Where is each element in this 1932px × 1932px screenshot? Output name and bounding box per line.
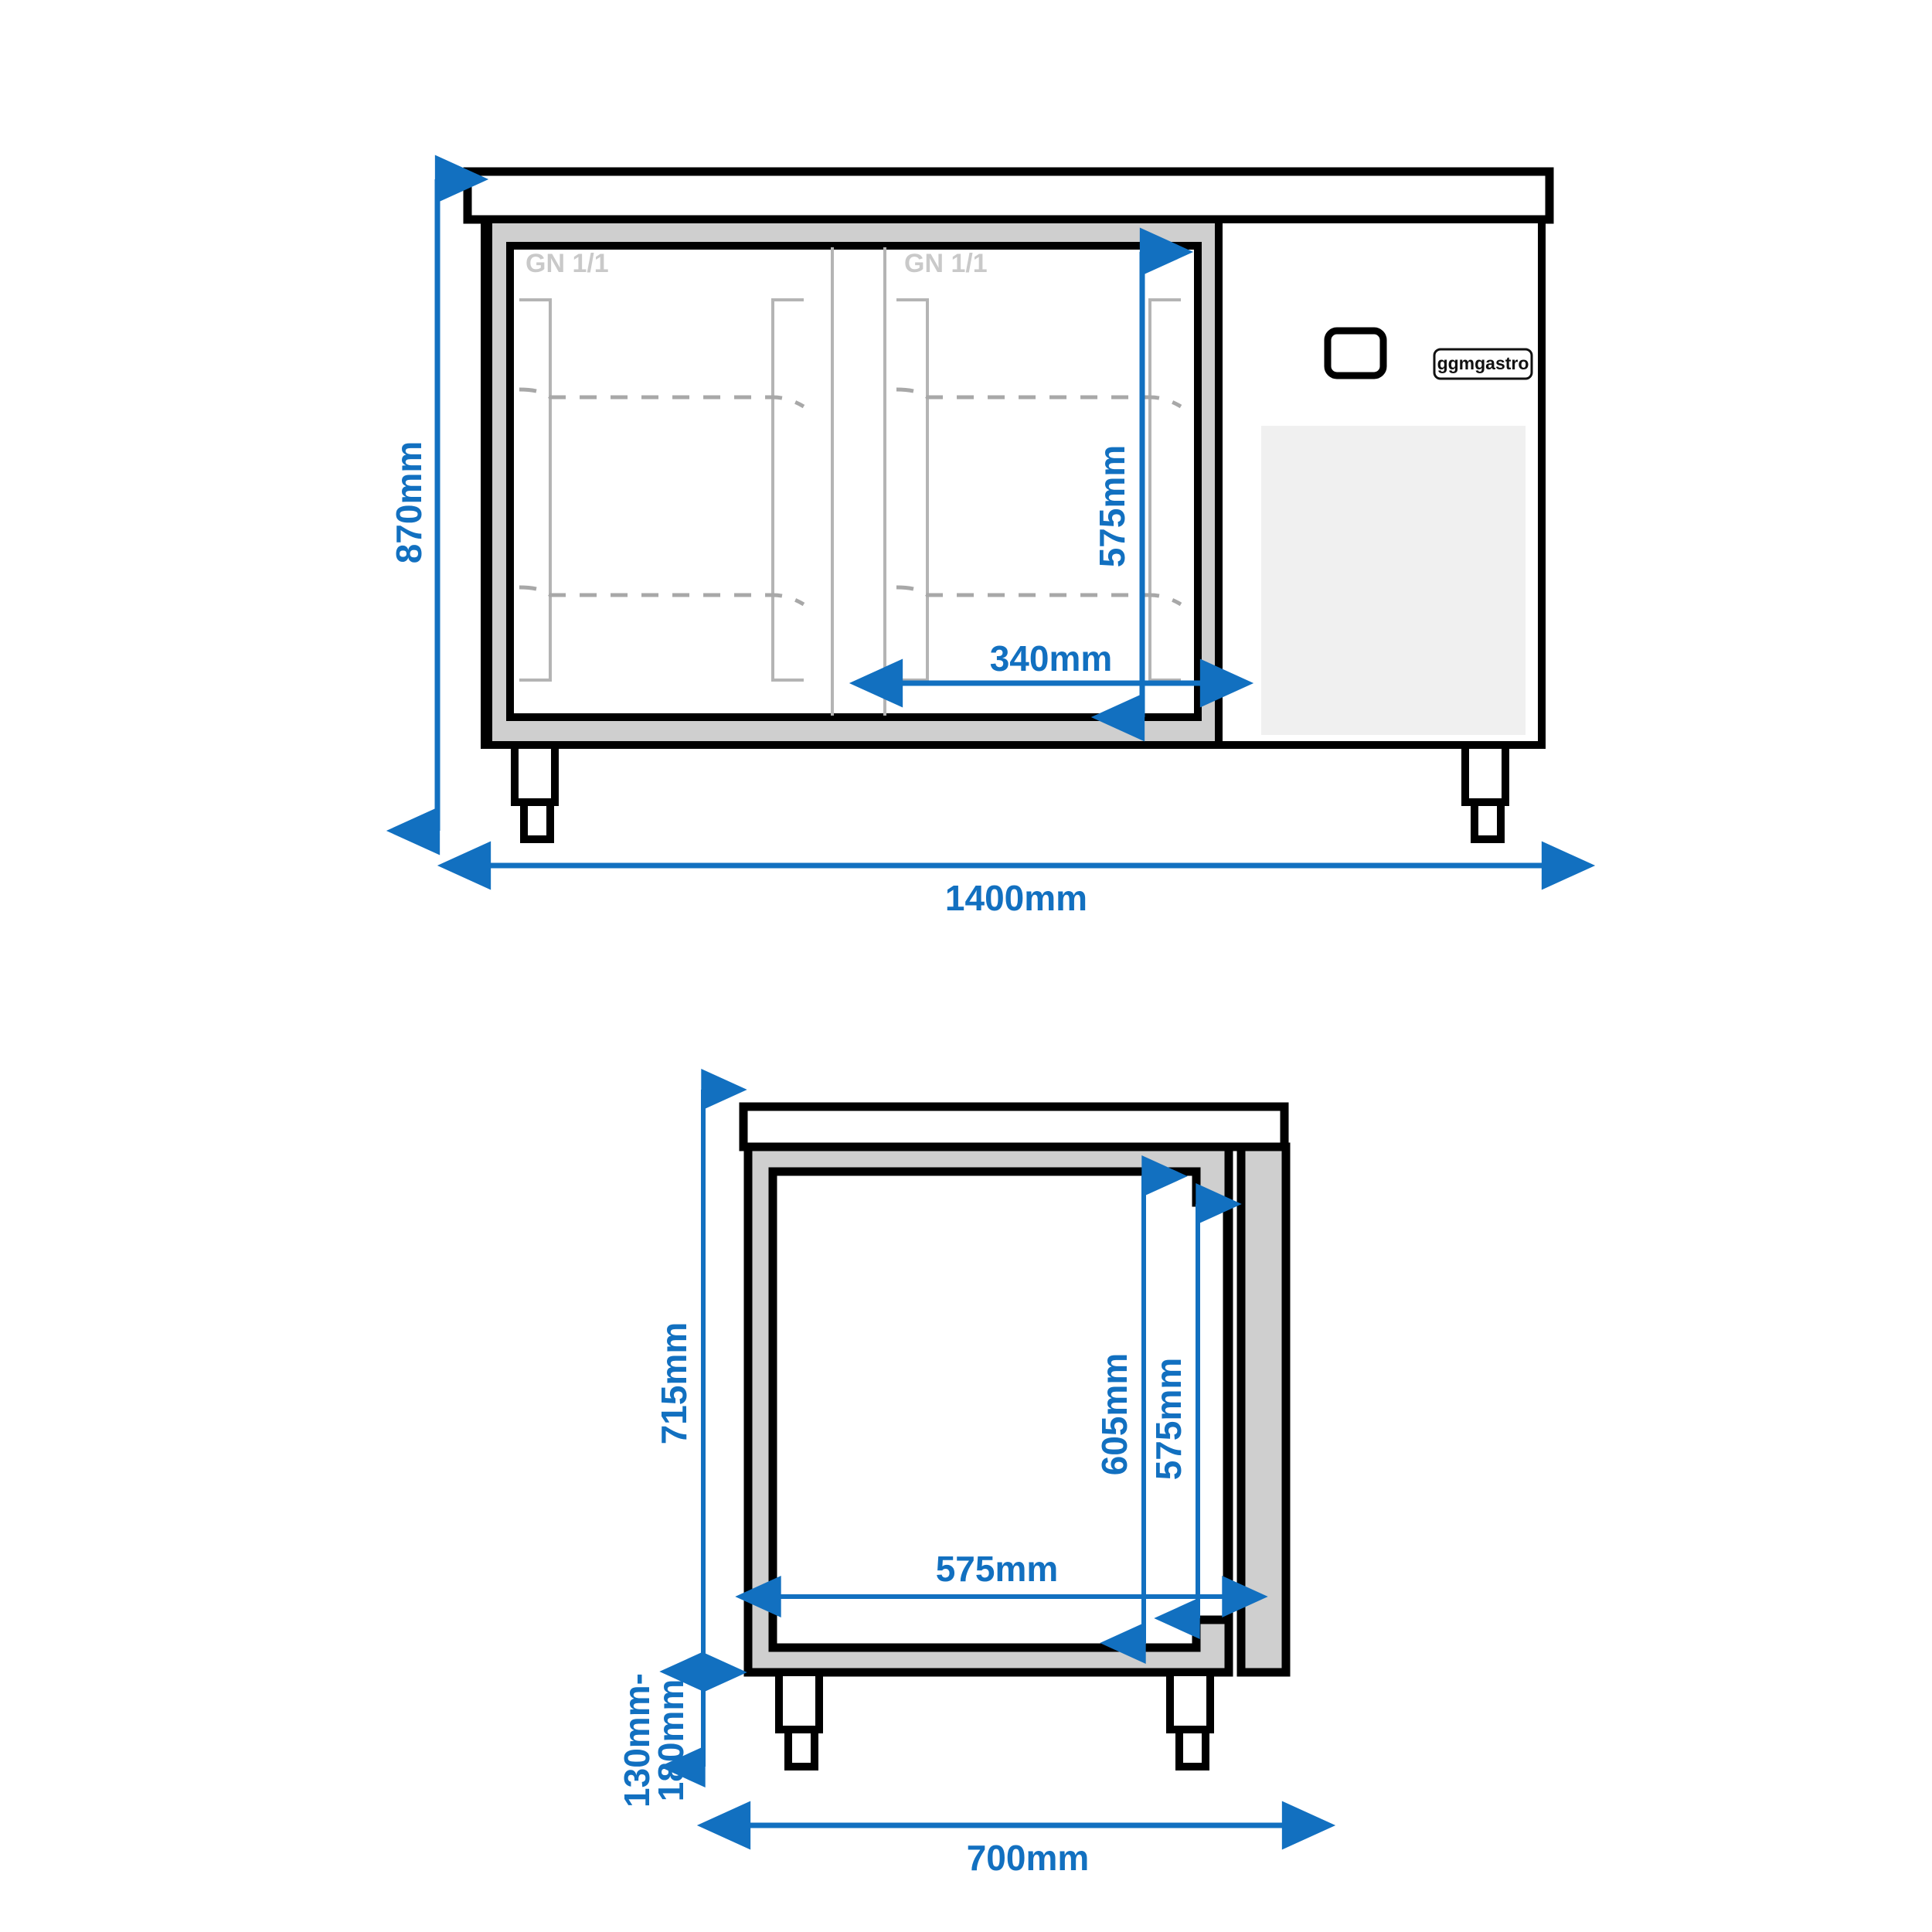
side-worktop	[739, 1102, 1289, 1151]
rail-left-compartment-left	[519, 298, 552, 682]
front-view-group: GN 1/1 GN 1/1 ggmgastro	[386, 155, 1596, 918]
front-worktop	[463, 167, 1554, 224]
dim-label-overall-depth: 700mm	[967, 1838, 1090, 1878]
front-leg-right	[1461, 741, 1509, 843]
side-leg-right	[1166, 1668, 1214, 1770]
side-leg-left	[775, 1668, 823, 1770]
control-display-button[interactable]	[1324, 327, 1387, 379]
dim-label-overall-height: 870mm	[389, 441, 429, 564]
brand-label: ggmgastro	[1437, 353, 1529, 373]
dim-label-body-height: 715mm	[654, 1322, 694, 1445]
dim-label-overall-width: 1400mm	[945, 878, 1087, 918]
front-inner-opening	[506, 242, 1202, 721]
dim-label-575-horizontal: 575mm	[936, 1549, 1059, 1589]
dim-label-inner-height: 575mm	[1092, 445, 1132, 568]
dim-label-inner-width: 340mm	[990, 638, 1113, 679]
dim-label-leg-max: 180mm	[651, 1679, 691, 1802]
shelf-line-right-upper	[896, 387, 1182, 409]
rail-left-compartment-right	[771, 298, 804, 682]
machine-vent-panel	[1261, 426, 1526, 735]
shelf-line-right-lower	[896, 585, 1182, 607]
gn-label-left: GN 1/1	[526, 249, 609, 278]
front-leg-left	[511, 741, 559, 843]
side-view-group: 715mm 605mm 575mm 575mm 130mm- 180mm 700…	[617, 1069, 1336, 1878]
side-door-panel	[1236, 1142, 1291, 1677]
brand-plate	[1433, 348, 1533, 380]
dim-label-605: 605mm	[1094, 1353, 1134, 1476]
dim-label-575-vertical: 575mm	[1148, 1358, 1189, 1481]
gn-label-right: GN 1/1	[904, 249, 988, 278]
dim-label-leg-min: 130mm-	[617, 1673, 657, 1808]
shelf-line-left-upper	[519, 387, 805, 409]
shelf-line-left-lower	[519, 585, 805, 607]
